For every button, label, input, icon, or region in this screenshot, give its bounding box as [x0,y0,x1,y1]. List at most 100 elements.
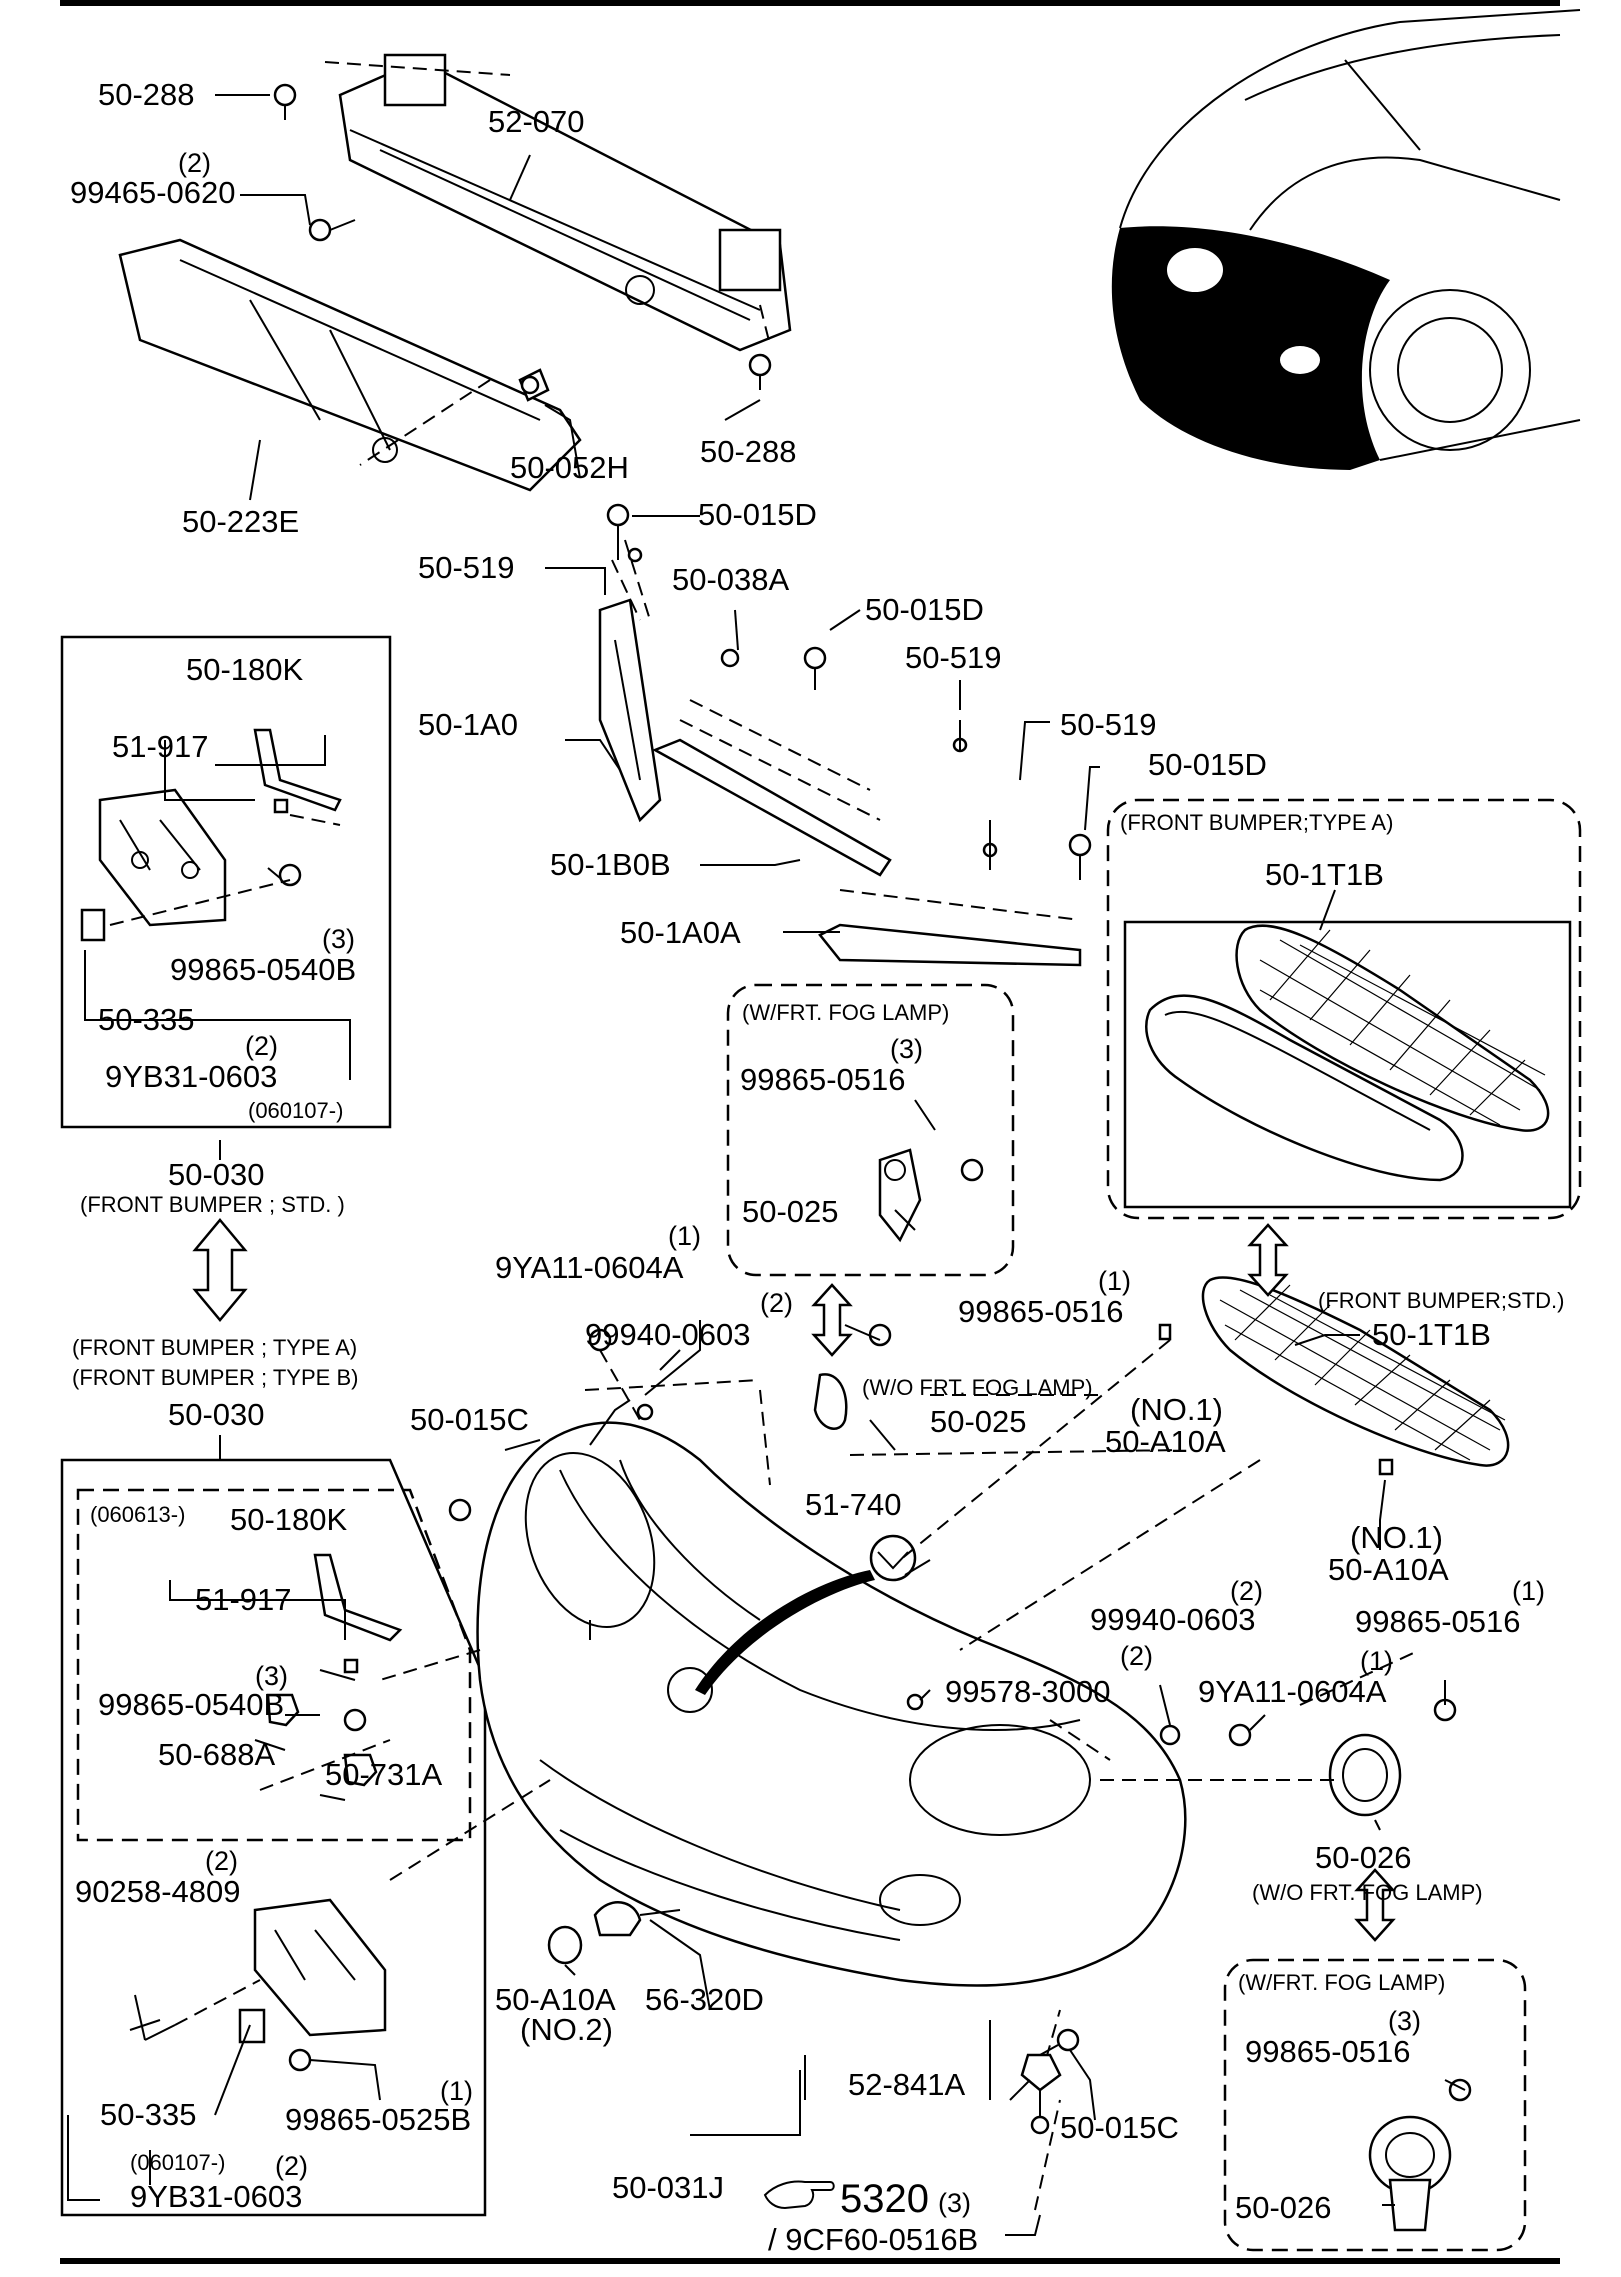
cover-50-1A0A [818,889,1082,967]
label-50-015D-b: 50-015D [865,592,984,627]
qty-99865-0525B: (1) [440,2076,473,2106]
label-99865-0516-d: 99865-0516 [1245,2034,1411,2069]
label-50-026-a: 50-026 [1315,1840,1412,1875]
label-50-A10A-c: 50-A10A [495,1982,616,2017]
note-060107-a: (060107-) [248,1098,343,1123]
label-50-1B0B: 50-1B0B [550,847,671,882]
label-50-519-c: 50-519 [1060,707,1157,742]
label-56-320D: 56-320D [645,1982,764,2017]
qty-9YA11-0604A-a: (1) [668,1221,701,1251]
label-50-015D-c: 50-015D [1148,747,1267,782]
note-wfog-b: (W/FRT. FOG LAMP) [1238,1970,1445,1995]
label-50-026-b: 50-026 [1235,2190,1332,2225]
fog-bracket-50-026-w [1368,2115,1452,2232]
qty-99865-0516-a: (3) [890,1034,923,1064]
label-9YB31-0603-b: 9YB31-0603 [130,2179,302,2214]
qty-99865-0540B-a: (3) [322,924,355,954]
grille-type-a-parts [1145,924,1550,1182]
label-50-335-a: 50-335 [98,1002,195,1037]
note-wofog-b: (W/O FRT. FOG LAMP) [1252,1880,1483,1905]
label-50-030-b: 50-030 [168,1397,265,1432]
qty-99865-0516-c: (1) [1512,1576,1545,1606]
qty-99865-0516-d: (3) [1388,2006,1421,2036]
label-51-917-a: 51-917 [112,729,209,764]
label-50-519-a: 50-519 [418,550,515,585]
qty-9YA11-0604A-c: (1) [1360,1646,1393,1676]
label-9CF60-0516B: / 9CF60-0516B [768,2222,978,2257]
qty-99940-0603-a: (2) [760,1288,793,1318]
cover-50-1B0B [652,699,892,877]
double-arrows [192,1218,1396,1942]
vehicle-thumbnail [1111,9,1581,470]
label-99865-0525B: 99865-0525B [285,2102,471,2137]
label-50-1T1B-a: 50-1T1B [1265,857,1384,892]
label-50-015D-a: 50-015D [698,497,817,532]
bottom-rule [60,2258,1560,2264]
note-no1-b: (NO.1) [1350,1520,1443,1555]
label-50-288-right: 50-288 [700,434,797,469]
label-90258-4809: 90258-4809 [75,1874,241,1909]
plate-type-ab-box [60,1458,487,2217]
label-50-180K-b: 50-180K [230,1502,348,1537]
note-front-bumper-type-b: (FRONT BUMPER ; TYPE B) [72,1365,358,1390]
label-50-688A: 50-688A [158,1737,276,1772]
qty-9YB31-0603-a: (2) [245,1031,278,1061]
label-50-335-b: 50-335 [100,2097,197,2132]
label-50-025-a: 50-025 [742,1194,839,1229]
qty-99940-0603-b: (2) [1230,1576,1263,1606]
label-50-052H: 50-052H [510,450,629,485]
label-99865-0540B-a: 99865-0540B [170,952,356,987]
note-no2: (NO.2) [520,2012,613,2047]
pointing-hand-icon [763,2180,835,2210]
qty-9YA11-0604A-b: (2) [1120,1641,1153,1671]
label-50-A10A-a: 50-A10A [1105,1424,1226,1459]
note-front-bumper-type-a: (FRONT BUMPER ; TYPE A) [72,1335,357,1360]
label-99578-3000: 99578-3000 [945,1674,1111,1709]
fog-bezel-50-025-wo [813,1373,848,1430]
label-51-740: 51-740 [805,1487,902,1522]
front-bumper-fascia [476,1421,1187,1987]
leader-lines [67,94,1466,2236]
label-50-025-b: 50-025 [930,1404,1027,1439]
note-front-bumper-std: (FRONT BUMPER ; STD. ) [80,1192,345,1217]
label-50-519-b: 50-519 [905,640,1002,675]
part-labels: 50-288 52-070 (2) 99465-0620 50-288 50-0… [70,77,1564,2257]
label-50-015C-a: 50-015C [410,1402,529,1437]
plate-std-box [60,635,392,1129]
note-no1-a: (NO.1) [1130,1392,1223,1427]
qty-90258-4809: (2) [205,1846,238,1876]
fog-bracket-50-025-w [878,1148,922,1243]
ref-5320: 5320 [840,2177,929,2221]
qty-99865-0516-b: (1) [1098,1266,1131,1296]
label-99865-0540B-b: 99865-0540B [98,1687,284,1722]
bumper-reinforcement-52-070 [338,53,792,352]
label-50-1T1B-b: 50-1T1B [1372,1317,1491,1352]
label-51-917-b: 51-917 [195,1582,292,1617]
grille-mesh-a [1259,929,1546,1126]
grille-type-a-box [1106,798,1582,1220]
label-50-223E: 50-223E [182,504,299,539]
note-wofog-a: (W/O FRT. FOG LAMP) [862,1375,1093,1400]
label-9YA11-0604A-b: 9YA11-0604A [1198,1674,1387,1709]
label-52-070: 52-070 [488,104,585,139]
label-50-180K-a: 50-180K [186,652,304,687]
label-99940-0603-b: 99940-0603 [1090,1602,1256,1637]
qty-99465-0620: (2) [178,148,211,178]
label-99940-0603-a: 99940-0603 [585,1317,751,1352]
note-front-bumper-std-2: (FRONT BUMPER;STD.) [1318,1288,1564,1313]
label-50-1A0A: 50-1A0A [620,915,741,950]
qty-99865-0540B-b: (3) [255,1661,288,1691]
label-50-038A: 50-038A [672,562,790,597]
note-060107-b: (060107-) [130,2150,225,2175]
label-50-1A0: 50-1A0 [418,707,518,742]
label-50-288-top: 50-288 [98,77,195,112]
label-99865-0516-c: 99865-0516 [1355,1604,1521,1639]
label-99465-0620: 99465-0620 [70,175,236,210]
fog-bezel-50-026-wo [1328,1733,1402,1817]
qty-5320: (3) [938,2188,971,2218]
label-9YA11-0604A-a: 9YA11-0604A [495,1250,684,1285]
label-99865-0516-a: 99865-0516 [740,1062,906,1097]
wfog-box-a [726,983,1015,1277]
qty-9YB31-0603-b: (2) [275,2151,308,2181]
